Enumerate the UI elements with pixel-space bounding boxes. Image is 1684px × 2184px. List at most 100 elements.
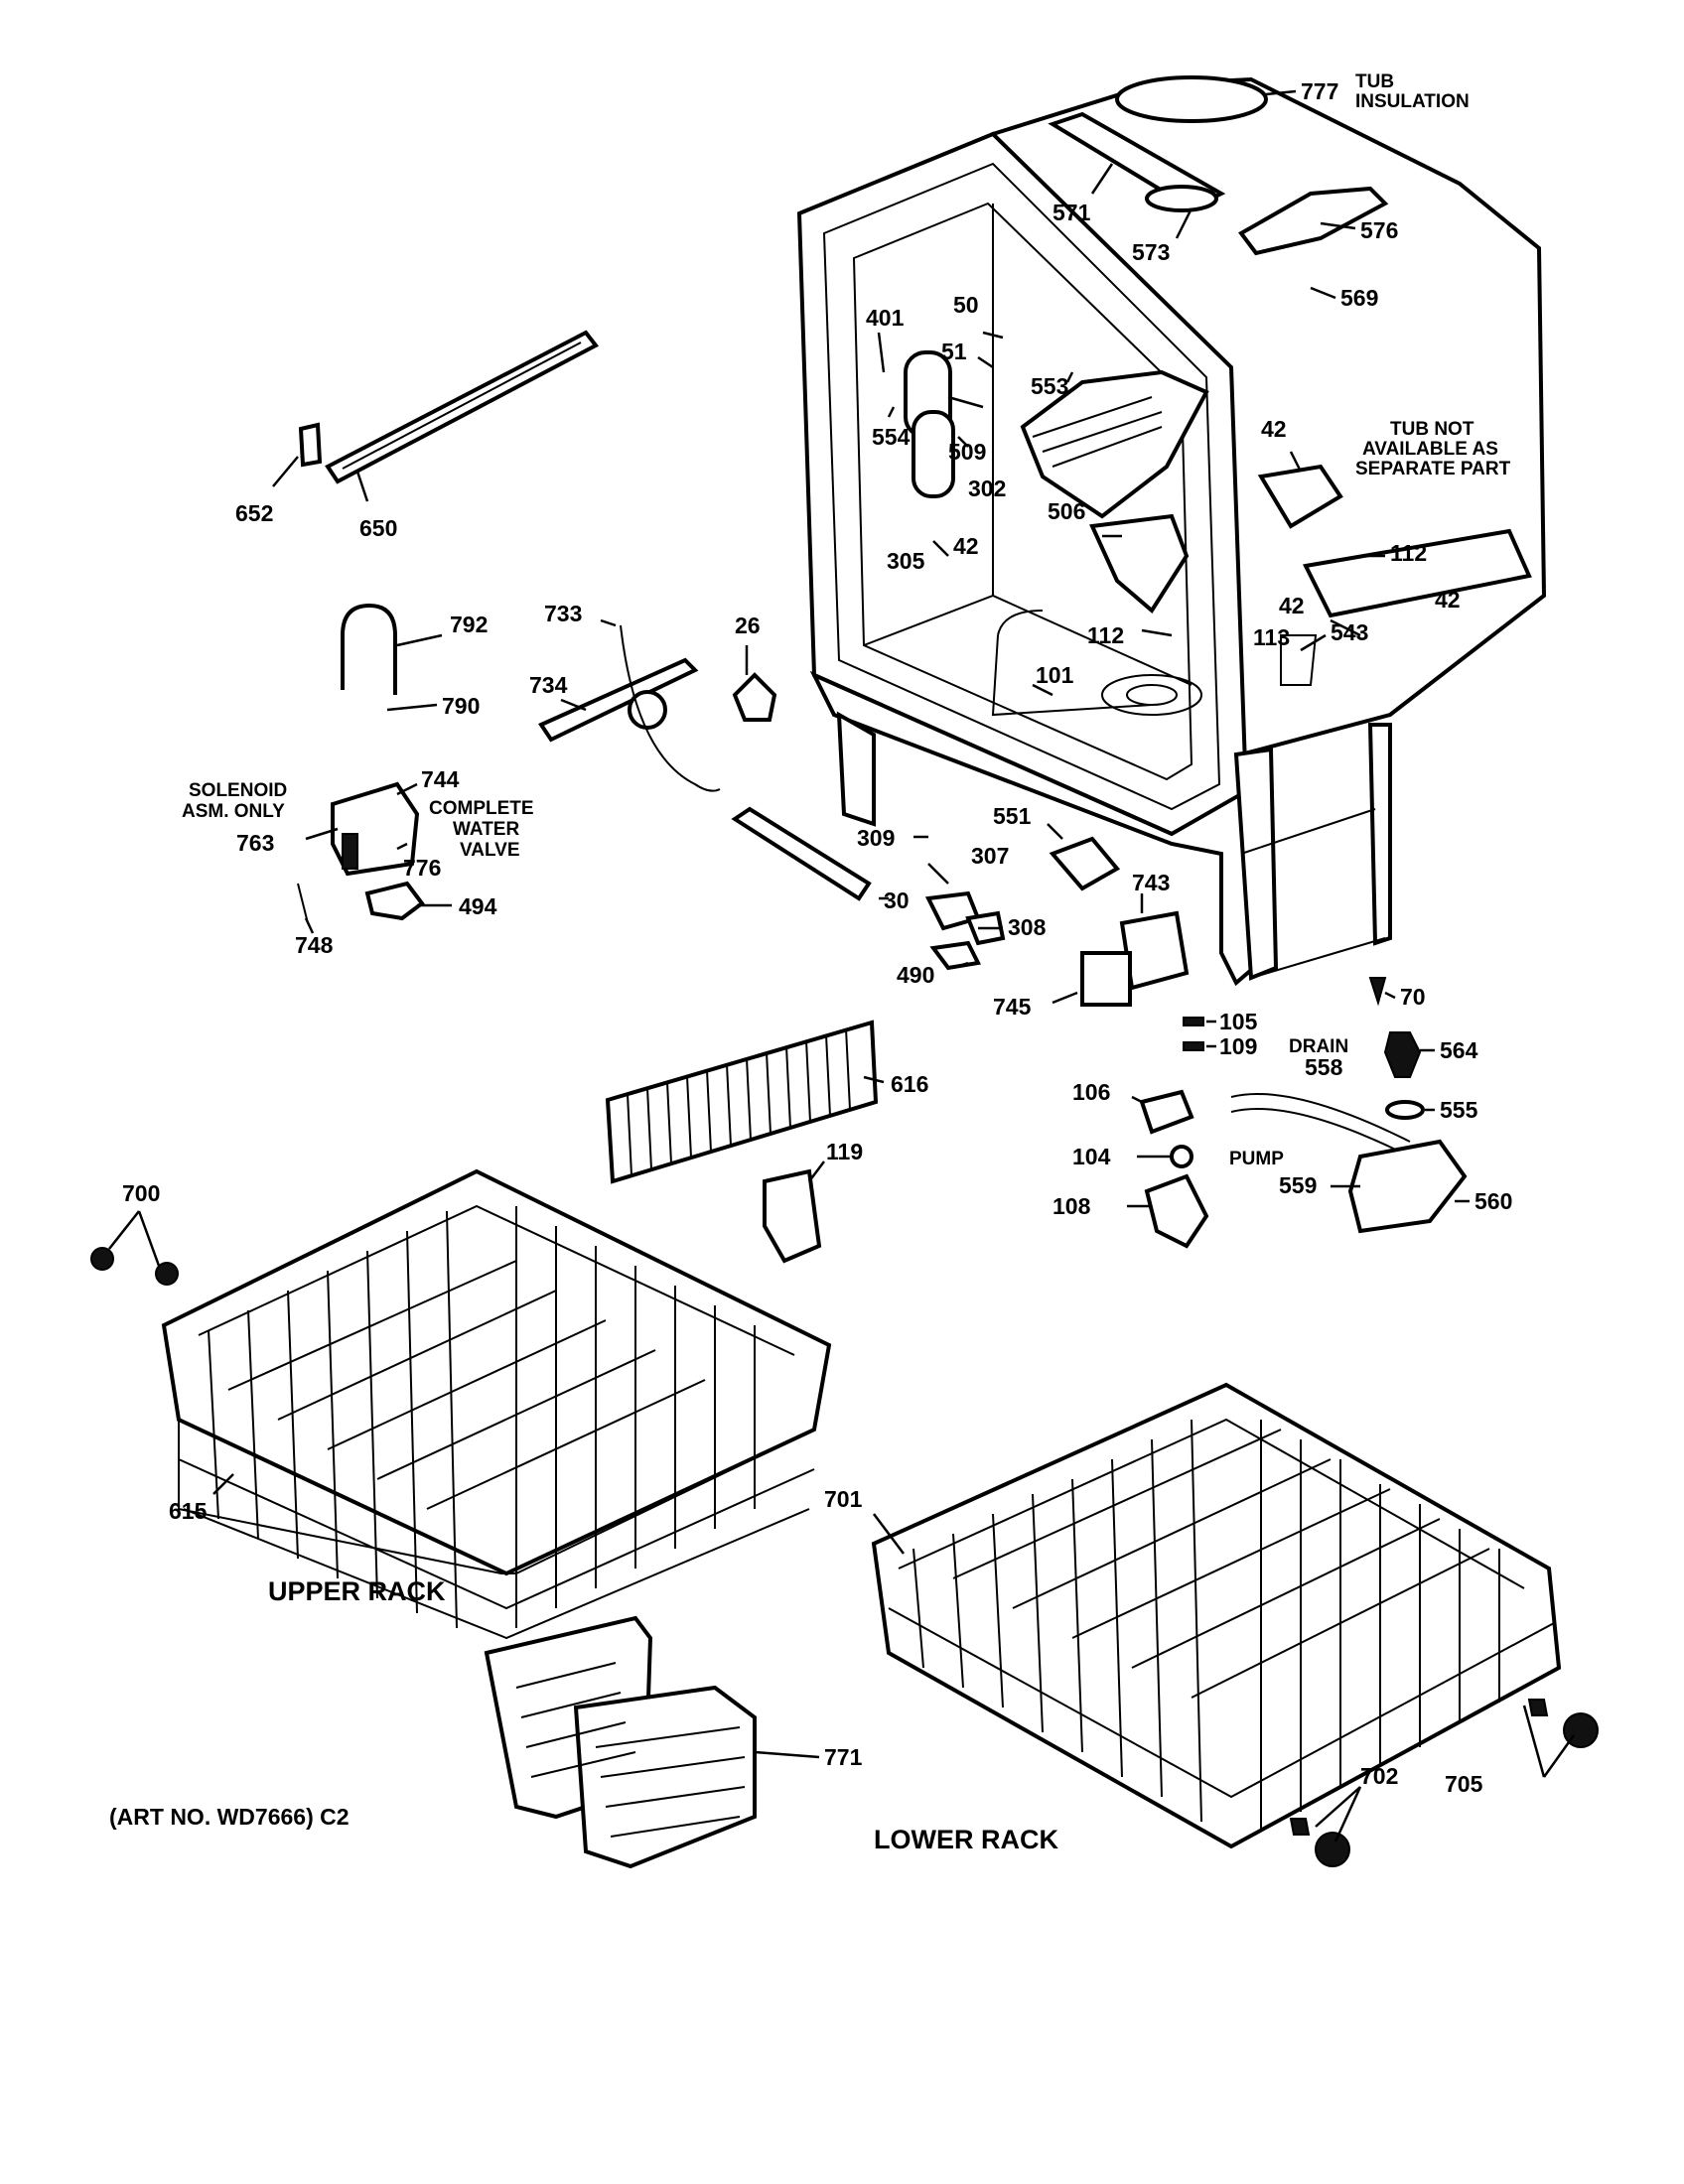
label-51: 51 xyxy=(941,339,967,364)
label-26: 26 xyxy=(735,613,761,638)
label-790: 790 xyxy=(442,693,480,719)
label-564: 564 xyxy=(1440,1037,1478,1063)
label-complete-line1: COMPLETE xyxy=(429,798,534,819)
label-308: 308 xyxy=(1008,914,1047,940)
pump-parts xyxy=(1139,1017,1468,1249)
label-complete-line2: WATER xyxy=(453,819,519,840)
label-553: 553 xyxy=(1031,373,1068,399)
part-700-knobs xyxy=(90,1247,179,1286)
part-771-basket xyxy=(484,1615,757,1869)
label-108: 108 xyxy=(1052,1193,1091,1219)
label-solenoid-line1: SOLENOID xyxy=(189,780,287,801)
label-upper-rack: UPPER RACK xyxy=(268,1576,446,1606)
label-401: 401 xyxy=(866,305,905,331)
part-551 xyxy=(1049,836,1121,891)
label-tub-note-line3: SEPARATE PART xyxy=(1355,459,1511,479)
label-650: 650 xyxy=(359,515,397,541)
label-743: 743 xyxy=(1132,870,1170,895)
label-559: 559 xyxy=(1279,1172,1317,1198)
label-700: 700 xyxy=(122,1180,160,1206)
left-parts xyxy=(297,330,1387,1007)
label-554: 554 xyxy=(872,424,911,450)
label-tub-note-line2: AVAILABLE AS xyxy=(1362,439,1498,460)
label-tub-insulation-line1: TUB xyxy=(1355,71,1394,92)
label-105: 105 xyxy=(1219,1009,1258,1034)
label-560: 560 xyxy=(1474,1188,1512,1214)
label-42-far-right: 42 xyxy=(1435,587,1461,613)
part-119 xyxy=(763,1168,822,1264)
part-108 xyxy=(1144,1173,1209,1249)
lower-rack xyxy=(871,1382,1599,1867)
label-506: 506 xyxy=(1048,498,1085,524)
label-101: 101 xyxy=(1036,662,1074,688)
part-506 xyxy=(1089,513,1190,614)
label-733: 733 xyxy=(544,601,582,626)
label-complete-line3: VALVE xyxy=(460,840,520,861)
part-573-fan xyxy=(1145,185,1218,212)
label-573: 573 xyxy=(1132,239,1170,265)
label-748: 748 xyxy=(295,932,334,958)
tub-insulation-cap xyxy=(1115,75,1268,123)
label-104: 104 xyxy=(1072,1144,1111,1169)
label-652: 652 xyxy=(235,500,273,526)
label-555: 555 xyxy=(1440,1097,1478,1123)
part-555-seal xyxy=(1385,1100,1425,1120)
label-302: 302 xyxy=(968,476,1006,501)
part-104 xyxy=(1170,1145,1193,1168)
label-lower-rack: LOWER RACK xyxy=(874,1825,1058,1854)
label-745: 745 xyxy=(993,994,1032,1020)
part-109 xyxy=(1183,1041,1204,1051)
label-119: 119 xyxy=(826,1139,863,1164)
label-771: 771 xyxy=(824,1744,863,1770)
part-734-knob xyxy=(628,690,667,730)
part-652-clip xyxy=(298,422,323,468)
label-solenoid-line2: ASM. ONLY xyxy=(182,801,285,822)
label-734: 734 xyxy=(529,672,568,698)
label-776: 776 xyxy=(403,855,441,881)
label-305: 305 xyxy=(887,548,925,574)
label-113: 113 xyxy=(1253,624,1290,650)
label-792: 792 xyxy=(450,612,488,637)
label-309: 309 xyxy=(857,825,895,851)
label-702: 702 xyxy=(1360,1763,1398,1789)
label-615: 615 xyxy=(169,1498,208,1524)
label-763: 763 xyxy=(236,830,274,856)
label-744: 744 xyxy=(421,766,460,792)
label-569: 569 xyxy=(1340,285,1378,311)
tub-base xyxy=(809,670,1274,987)
label-tub-insulation-line2: INSULATION xyxy=(1355,91,1470,112)
label-112-center: 112 xyxy=(1087,622,1124,648)
label-543: 543 xyxy=(1331,619,1368,645)
part-494 xyxy=(364,881,425,921)
part-106 xyxy=(1139,1089,1194,1135)
part-616-tine-row xyxy=(605,1020,879,1184)
label-pump: PUMP xyxy=(1229,1149,1284,1169)
label-701: 701 xyxy=(824,1486,863,1512)
label-490: 490 xyxy=(897,962,934,988)
label-551: 551 xyxy=(993,803,1032,829)
part-70-screw xyxy=(1368,977,1387,1007)
label-112-right: 112 xyxy=(1390,540,1427,566)
label-70: 70 xyxy=(1400,984,1426,1010)
part-105 xyxy=(1183,1017,1204,1026)
part-30-strip xyxy=(731,806,872,901)
part-101-hose xyxy=(991,634,1153,717)
upper-rack xyxy=(90,1168,832,1640)
label-30: 30 xyxy=(884,887,910,913)
part-305-cylinder xyxy=(912,410,955,498)
label-drain: DRAIN xyxy=(1289,1036,1348,1057)
part-745 xyxy=(1080,951,1132,1007)
label-art-number: (ART NO. WD7666) C2 xyxy=(109,1804,350,1830)
label-109: 109 xyxy=(1219,1033,1257,1059)
part-560-pump xyxy=(1347,1139,1468,1234)
label-tub-note-line1: TUB NOT xyxy=(1390,419,1474,440)
part-26 xyxy=(732,672,777,722)
part-734-rod xyxy=(538,657,699,743)
label-777: 777 xyxy=(1301,78,1338,104)
part-792-hook xyxy=(341,603,397,695)
part-576-bracket xyxy=(1238,186,1389,256)
part-labels: 777 TUB INSULATION 571 573 576 569 401 5… xyxy=(109,71,1512,1854)
label-50: 50 xyxy=(953,292,979,318)
part-558-drain-hose xyxy=(1230,1093,1411,1143)
